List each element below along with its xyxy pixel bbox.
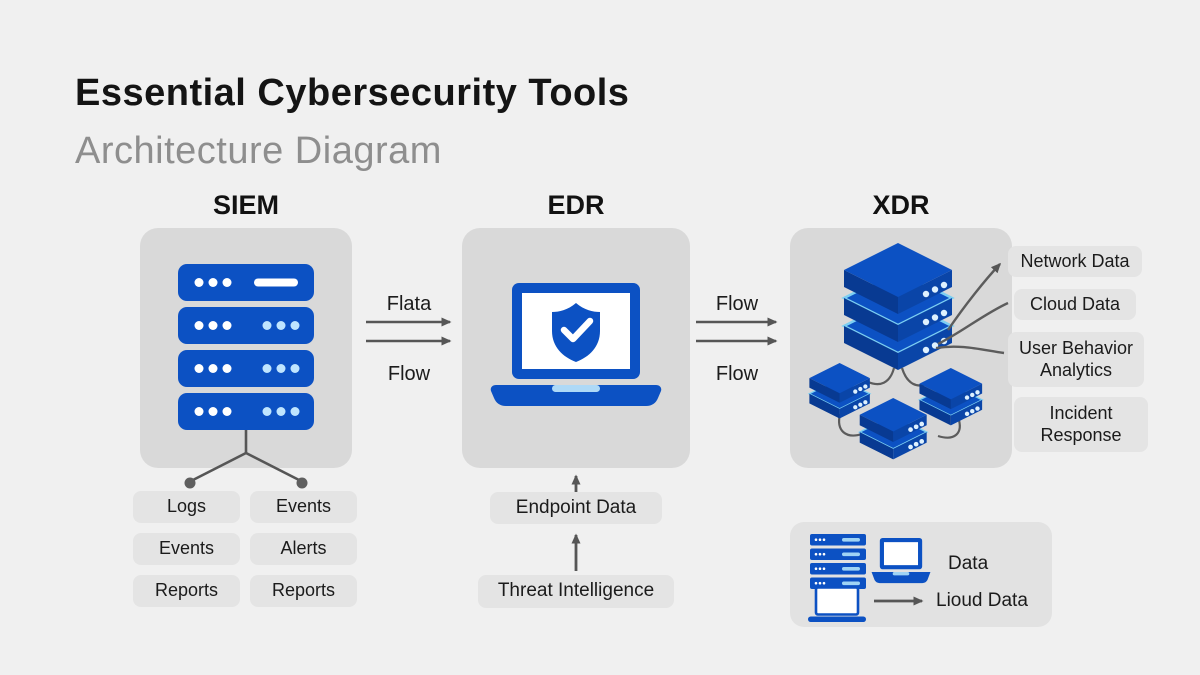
edr-header: EDR [547,190,605,220]
xdr-main-stack [841,243,955,370]
xdr-output-lines [935,262,1009,355]
siem-output-chip: Reports [133,575,240,607]
legend-row2-label: Lioud Data [936,590,1028,611]
connector-dot [296,477,308,489]
xdr-output-chip: Network Data [1008,246,1142,277]
siem-to-edr-arrows [366,317,452,346]
xdr-header: XDR [872,190,930,220]
page-title: Essential Cybersecurity Tools [75,72,630,114]
edr-xdr-flow-bottom-label: Flow [715,363,759,385]
edr-xdr-flow-top-label: Flow [715,293,759,315]
xdr-output-chip: Incident Response [1014,397,1148,452]
legend-row1-label: Data [948,553,989,574]
xdr-output-chip: User Behavior Analytics [1008,332,1144,387]
xdr-small-stack-left [807,363,872,419]
edr-to-xdr-arrows [696,317,778,346]
legend-laptop-small-icon [808,586,866,622]
xdr-small-stack-bottom [857,398,929,460]
siem-edr-flow-bottom-label: Flow [387,363,431,385]
server-cluster-icon [807,243,984,460]
siem-output-chip: Events [133,533,240,565]
page-subtitle: Architecture Diagram [75,130,442,172]
connector-dot [184,477,196,489]
siem-header: SIEM [212,190,279,220]
siem-output-chip: Logs [133,491,240,523]
xdr-output-chip: Cloud Data [1014,289,1136,320]
server-stack-icon [178,264,314,430]
legend-server-stack-icon [810,534,866,589]
siem-output-chip: Alerts [250,533,357,565]
siem-output-chip: Reports [250,575,357,607]
siem-output-chip: Events [250,491,357,523]
legend-laptop-icon [871,538,931,584]
edr-input-chip: Threat Intelligence [478,575,674,608]
siem-edr-flow-top-label: Flata [386,293,432,315]
laptop-shield-icon [490,283,662,406]
xdr-small-stack-right [917,368,984,426]
edr-input-chip: Endpoint Data [490,492,662,524]
siem-output-connector [190,430,302,483]
